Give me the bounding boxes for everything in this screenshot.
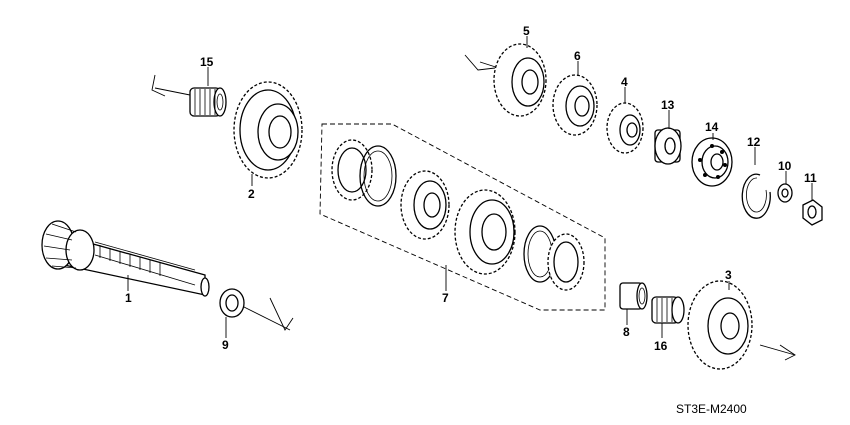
callout-8: 8 [623,325,630,339]
callout-13: 13 [661,98,675,112]
callout-1: 1 [125,291,132,305]
callout-12: 12 [747,135,761,149]
callout-5: 5 [523,24,530,38]
callout-9: 9 [222,338,229,352]
lock-nut [802,199,823,226]
callout-15: 15 [200,55,214,69]
assembly-line-bottom-left [239,297,294,331]
assembly-line-bottom-right [759,344,796,361]
spring-washer [777,183,793,203]
synchro-ring-left [359,145,397,207]
callout-6: 6 [574,49,581,63]
synchro-sleeve [454,189,516,275]
callout-7: 7 [442,291,449,305]
synchro-hub-right [547,233,585,291]
callout-3: 3 [725,268,732,282]
needle-bearing-upper [189,87,227,117]
mainshaft [41,220,210,297]
thrust-washer [219,288,245,318]
callout-4: 4 [621,75,628,89]
distance-collar [619,282,648,310]
diagram-code: ST3E-M2400 [676,402,747,416]
synchro-hub-left [331,139,373,201]
synchro-gear-middle [400,170,450,240]
snap-ring [741,173,771,219]
assembly-line-left-top [151,74,191,97]
callout-16: 16 [654,339,668,353]
leader-lines [127,36,813,338]
callout-labels: 1 2 3 4 5 6 7 8 9 10 11 12 13 14 15 16 [125,24,817,353]
gear-sixth [552,74,598,136]
callout-14: 14 [705,120,719,134]
synchronizer-assembly-outline [319,123,606,311]
callout-2: 2 [248,187,255,201]
ball-bearing-13 [654,127,682,165]
gear-third [687,280,753,370]
callout-11: 11 [804,171,817,185]
gear-fifth [493,43,547,117]
ball-bearing-14 [691,137,733,187]
needle-bearing-lower [651,296,685,324]
callout-10: 10 [778,159,792,173]
gear-second [233,81,303,179]
gear-fourth [606,102,644,154]
